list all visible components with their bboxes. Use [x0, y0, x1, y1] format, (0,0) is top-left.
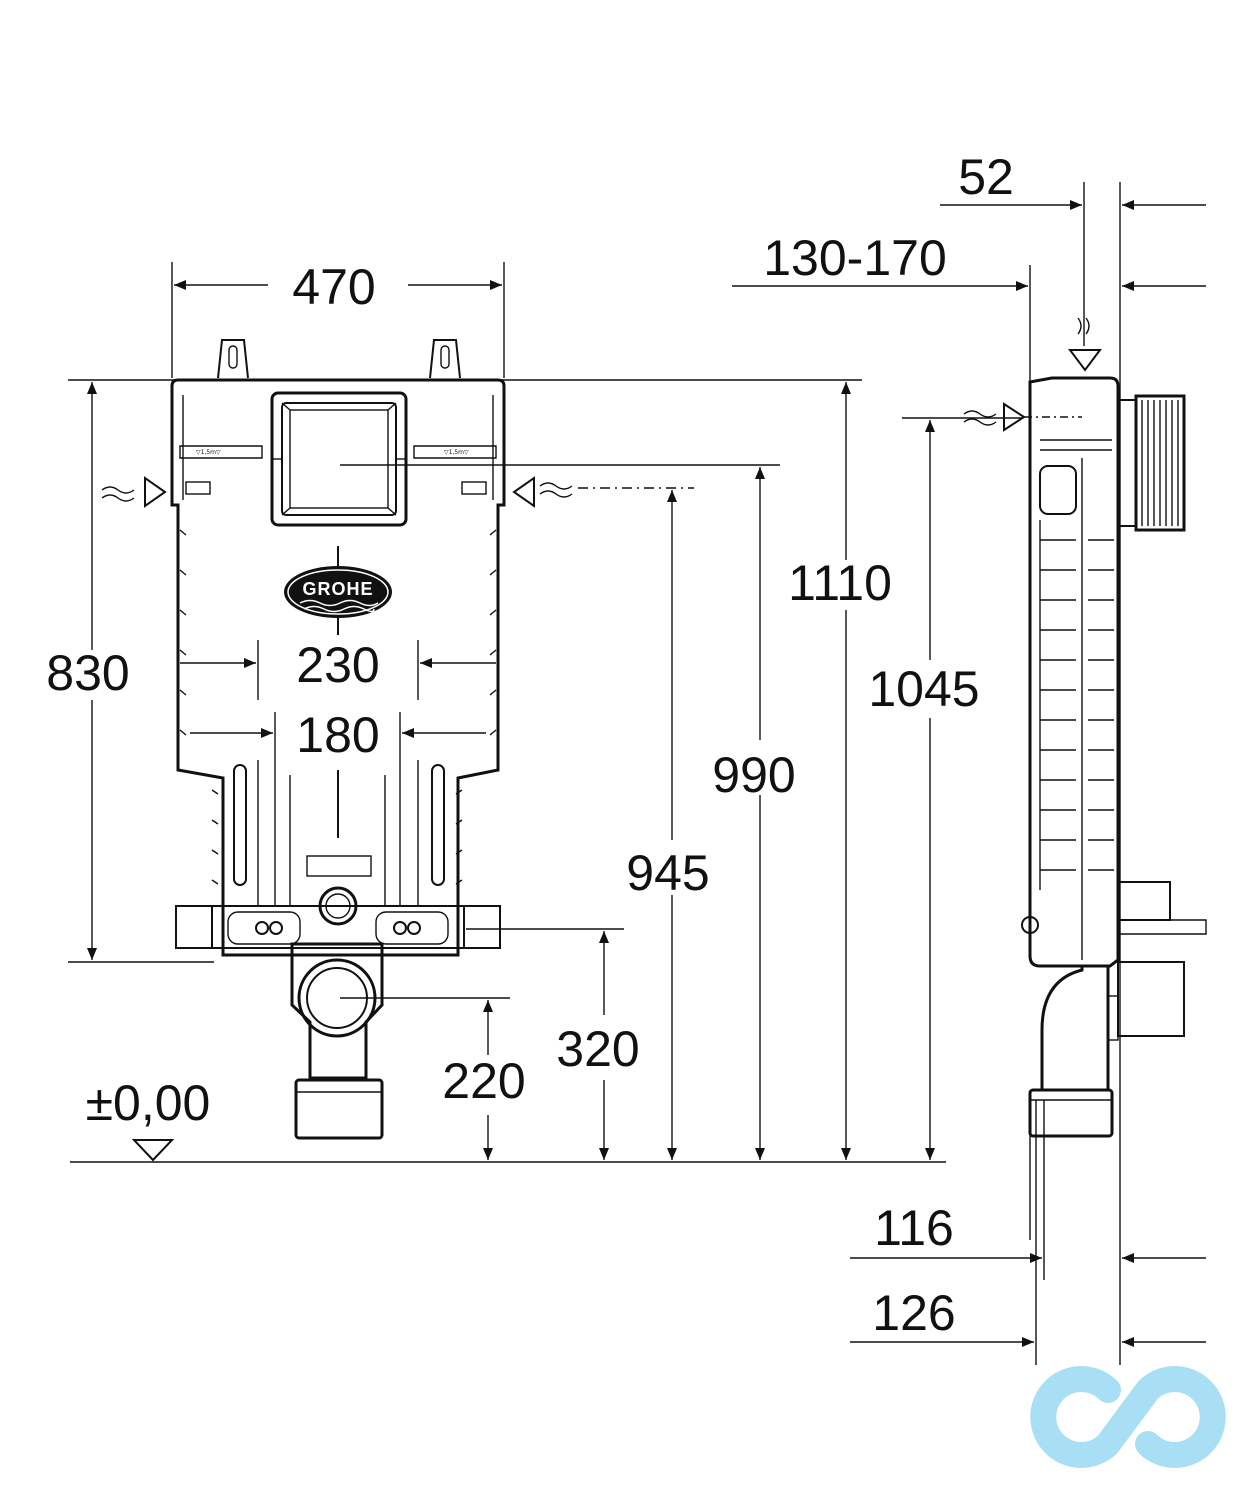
dim-1045-label: 1045 — [868, 661, 979, 717]
dim-1110-label: 1110 — [788, 555, 892, 611]
dim-180-label: 180 — [296, 707, 379, 763]
side-frame-outline — [1028, 376, 1120, 968]
dim-945-label: 945 — [626, 845, 709, 901]
bottom-bracket — [175, 905, 501, 949]
side-bracket — [1107, 881, 1207, 1041]
side-view — [963, 182, 1207, 1365]
dim-220-label: 220 — [442, 1053, 525, 1109]
water-inlet-symbol-right — [512, 476, 573, 508]
logo-text: GROHE — [302, 579, 373, 599]
dim-126-label: 126 — [872, 1285, 955, 1341]
front-dimensions: 470 830 230 180 1110 990 945 — [46, 259, 946, 1163]
water-inlet-symbol-left — [101, 476, 167, 508]
dim-130-170-label: 130-170 — [763, 230, 947, 286]
dim-116-label: 116 — [874, 1200, 954, 1256]
dim-52-label: 52 — [958, 149, 1014, 205]
front-view: ▽1,5m▽ ▽1,5m▽ GROHE — [101, 339, 573, 1140]
side-drain-outlet — [1028, 1088, 1114, 1138]
support-legs — [233, 712, 445, 905]
water-label-right: ▽1,5m▽ — [413, 445, 497, 495]
side-water-inlet-left — [963, 402, 1082, 432]
side-drain-elbow — [1040, 964, 1110, 1092]
floor-level-label: ±0,00 — [86, 1075, 211, 1131]
floor-level-marker — [131, 1139, 175, 1162]
side-water-inlet-top — [1068, 317, 1102, 372]
mounting-hook-right — [429, 339, 461, 379]
water-label-left: ▽1,5m▽ — [179, 445, 263, 495]
drain-elbow — [290, 942, 384, 1140]
side-ribs — [1040, 539, 1114, 871]
dim-320-label: 320 — [556, 1021, 639, 1077]
mounting-hook-left — [217, 339, 249, 379]
svg-text:▽1,5m▽: ▽1,5m▽ — [444, 449, 469, 456]
frame-outline — [170, 378, 506, 957]
info-label — [306, 855, 372, 877]
dim-990-label: 990 — [712, 747, 795, 803]
frame-edge-details — [179, 395, 497, 885]
threaded-connector — [1117, 394, 1186, 532]
side-dimensions: 52 130-170 1045 116 126 — [732, 149, 1206, 1347]
side-bolt — [1021, 916, 1039, 934]
dim-230-label: 230 — [296, 637, 379, 693]
svg-text:▽1,5m▽: ▽1,5m▽ — [196, 449, 221, 456]
grohe-logo: GROHE — [284, 546, 392, 635]
watermark-logo — [1030, 1366, 1226, 1468]
dim-830-label: 830 — [46, 645, 129, 701]
inspection-opening — [270, 391, 408, 527]
dim-470-label: 470 — [292, 259, 375, 315]
